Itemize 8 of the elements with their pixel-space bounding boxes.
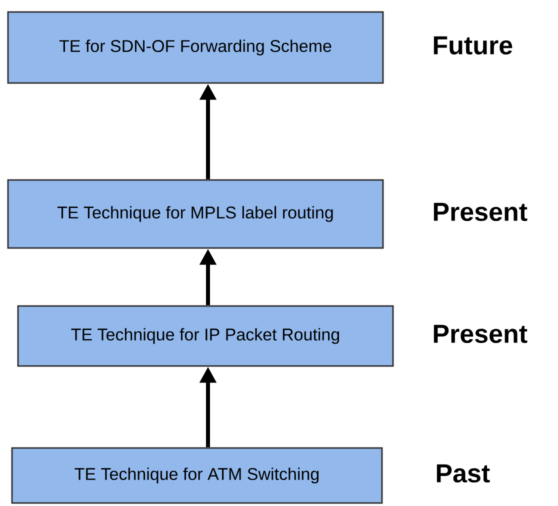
era-label: Present: [434, 324, 528, 344]
process-box: TE Technique for IP Packet Routing: [17, 305, 394, 367]
process-box: TE Technique for ATM Switching: [11, 447, 383, 504]
process-box: TE for SDN-OF Forwarding Scheme: [7, 11, 384, 84]
era-label: Present: [434, 202, 528, 222]
era-label: Future: [434, 36, 512, 55]
process-box: TE Technique for MPLS label routing: [7, 179, 384, 249]
era-label: Past: [436, 464, 490, 483]
